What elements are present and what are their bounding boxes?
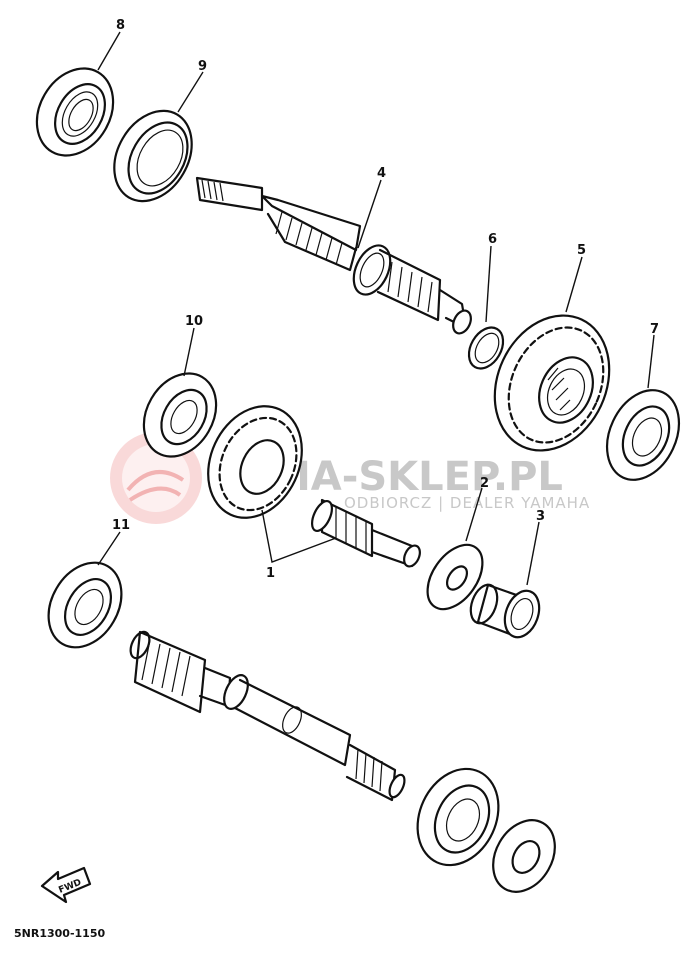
oil-seal-lower [492, 819, 556, 893]
bearing-part-10 [142, 372, 218, 458]
bearing-part-11 [47, 561, 123, 649]
leader-lines [97, 31, 655, 586]
callout-2: 2 [480, 476, 489, 491]
circlip-part-6 [467, 326, 505, 370]
gear-part-1 [207, 405, 421, 568]
callout-9: 9 [198, 59, 207, 74]
callout-4: 4 [377, 166, 386, 181]
bearing-lower [416, 767, 500, 867]
gear-part-5 [493, 314, 611, 452]
callout-5: 5 [577, 243, 586, 258]
washer-part-2 [426, 543, 484, 611]
bearing-part-7 [605, 389, 681, 481]
watermark-subtitle: ODBIORCZ | DEALER YAMAHA [344, 494, 590, 512]
callout-8: 8 [116, 18, 125, 33]
callout-11: 11 [112, 518, 130, 533]
callouts: 1 2 3 4 5 6 7 8 9 10 11 [112, 18, 659, 581]
main-axle-part-4 [195, 176, 472, 335]
callout-7: 7 [650, 322, 659, 337]
callout-1: 1 [266, 566, 275, 581]
drive-axle [129, 630, 406, 802]
bearing-part-8 [35, 67, 115, 157]
drawing-code: 5NR1300-1150 [14, 927, 105, 940]
needle-bearing-part-3 [469, 583, 541, 639]
callout-3: 3 [536, 509, 545, 524]
oil-seal-part-9 [113, 109, 193, 203]
callout-10: 10 [185, 314, 203, 329]
fwd-arrow: FWD [40, 866, 92, 904]
callout-6: 6 [488, 232, 497, 247]
